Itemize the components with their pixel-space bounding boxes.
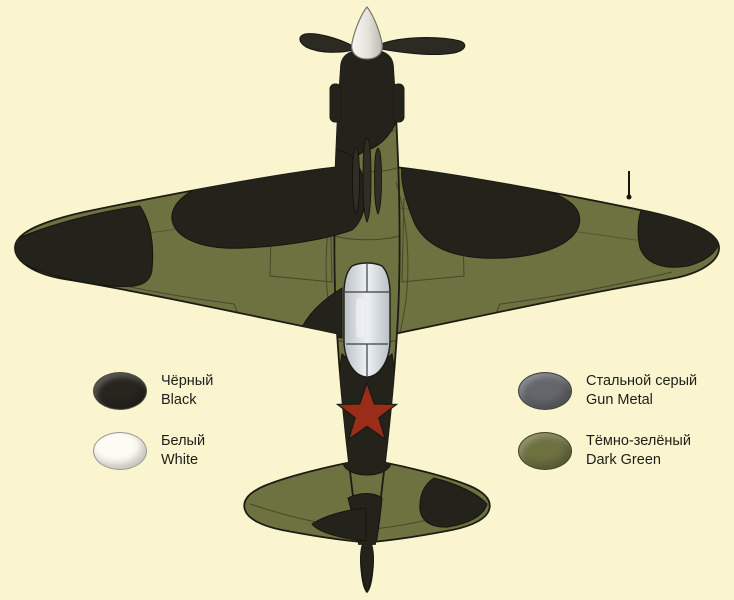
- gun-trough-fairings: [352, 137, 382, 223]
- color-label-ru: Белый: [161, 433, 206, 449]
- camo-left-stab-root: [311, 507, 367, 542]
- gun-metal-paint-swatch: [518, 372, 572, 410]
- color-label-ru: Стальной серый: [586, 373, 698, 389]
- dark-green-paint-swatch: [518, 432, 572, 470]
- propeller-spinner: [351, 6, 383, 60]
- red-star-marking: [335, 381, 399, 441]
- color-label-en: Dark Green: [586, 452, 661, 468]
- camo-right-stab: [419, 477, 488, 528]
- color-label-en: Gun Metal: [586, 392, 653, 408]
- legend-item-black: Чёрный Black: [93, 372, 213, 410]
- propeller-blades: [299, 33, 466, 55]
- canopy: [343, 262, 391, 378]
- color-label-ru: Чёрный: [161, 373, 214, 389]
- camo-left-wing-root: [171, 149, 366, 249]
- panel-lines: [39, 129, 695, 530]
- legend-item-white: Белый White: [93, 432, 205, 470]
- black-paint-swatch: [93, 372, 147, 410]
- legend-item-gun-metal: Стальной серый Gun Metal: [518, 372, 697, 410]
- color-label-ru: Тёмно-зелёный: [586, 433, 691, 449]
- camo-left-wingtip: [14, 205, 154, 288]
- legend-item-dark-green: Тёмно-зелёный Dark Green: [518, 432, 691, 470]
- white-paint-swatch: [93, 432, 147, 470]
- color-label-en: Black: [161, 392, 197, 408]
- cowl-side-bumps: [329, 83, 405, 123]
- color-label-en: White: [161, 452, 199, 468]
- canopy-highlight: [356, 298, 364, 338]
- antenna-mast: [626, 171, 632, 200]
